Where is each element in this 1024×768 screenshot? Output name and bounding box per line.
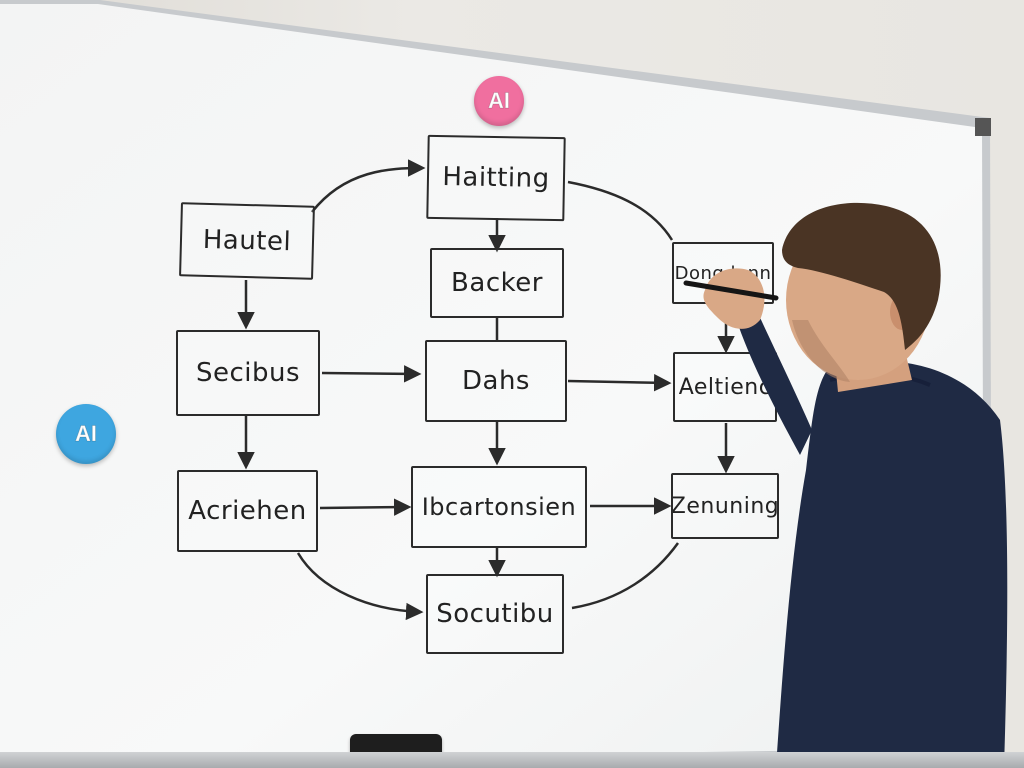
node-socutibu: Socutibu: [426, 574, 564, 654]
node-zenuning: Zenuning: [671, 473, 779, 539]
node-dahs: Dahs: [425, 340, 567, 422]
magnet-blue: AI: [56, 404, 116, 464]
board-tray: [0, 752, 1024, 768]
sweater: [776, 361, 1008, 768]
node-backer: Backer: [430, 248, 564, 318]
connectors: [237, 159, 735, 621]
marker-pen: [683, 280, 779, 301]
magnet-pink: AI: [474, 76, 524, 126]
hand: [703, 268, 765, 329]
hair: [782, 202, 941, 350]
node-secibus: Secibus: [176, 330, 320, 416]
node-acriehen: Acriehen: [177, 470, 318, 552]
node-ibcartonsien: Ibcartonsien: [411, 466, 587, 548]
